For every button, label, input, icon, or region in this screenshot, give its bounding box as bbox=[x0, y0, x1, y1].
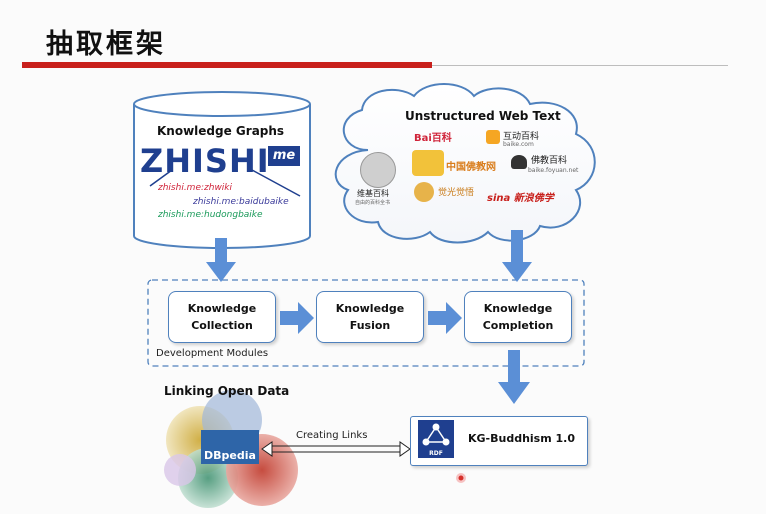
baidu-baike-logo: Bai百科 bbox=[414, 133, 452, 144]
knowledge-fusion-box: Knowledge Fusion bbox=[316, 291, 424, 343]
knowledge-fusion-line1: Knowledge bbox=[335, 302, 405, 315]
wikipedia-tagline: 自由的百科全书 bbox=[355, 200, 391, 206]
rdf-icon: RDF bbox=[418, 420, 454, 458]
fojiao-baike-url: baike.foyuan.net bbox=[528, 167, 579, 174]
fojiao-baike-logo: 佛教百科 bbox=[531, 156, 568, 166]
creating-links-arrow bbox=[261, 441, 411, 457]
title-underline-red bbox=[22, 62, 432, 68]
knowledge-completion-box: Knowledge Completion bbox=[464, 291, 572, 343]
arrow-fusion-to-completion bbox=[428, 302, 462, 334]
knowledge-fusion-line2: Fusion bbox=[349, 319, 391, 332]
zhishi-logo-suffix: me bbox=[268, 146, 300, 166]
dbpedia-label: DBpedia bbox=[204, 449, 256, 462]
web-text-cloud bbox=[334, 83, 596, 244]
title-underline-gray bbox=[432, 65, 728, 66]
sina-foxue-logo: sina 新浪佛学 bbox=[487, 193, 554, 204]
creating-links-label: Creating Links bbox=[296, 430, 368, 441]
development-modules-frame bbox=[147, 279, 585, 367]
arrow-kg-to-collection bbox=[206, 238, 236, 282]
knowledge-graphs-cylinder bbox=[133, 91, 311, 249]
zhishi-link-baidubaike: zhishi.me:baidubaike bbox=[193, 197, 289, 207]
web-text-title: Unstructured Web Text bbox=[405, 109, 561, 123]
zhishi-link-hudongbaike: zhishi.me:hudongbaike bbox=[158, 210, 263, 220]
jueguang-logo: 觉光觉悟 bbox=[438, 188, 475, 198]
wikipedia-logo: 维基百科 bbox=[357, 189, 389, 198]
arrow-collection-to-fusion bbox=[280, 302, 314, 334]
linking-open-data-title: Linking Open Data bbox=[164, 384, 290, 398]
dbpedia-logo: DBpedia bbox=[201, 430, 259, 464]
knowledge-collection-box: Knowledge Collection bbox=[168, 291, 276, 343]
zhongguo-fojiao-logo: 中国佛教网 bbox=[446, 162, 496, 173]
arrow-web-to-completion bbox=[502, 230, 532, 282]
knowledge-collection-line1: Knowledge bbox=[187, 302, 257, 315]
wikipedia-globe-icon bbox=[360, 152, 396, 188]
knowledge-collection-line2: Collection bbox=[191, 319, 253, 332]
slide-title: 抽取框架 bbox=[46, 29, 166, 60]
fojiao-baike-icon bbox=[511, 155, 527, 169]
kg-buddhism-label: KG-Buddhism 1.0 bbox=[468, 432, 576, 445]
hudong-baike-url: baike.com bbox=[503, 141, 534, 148]
hudong-baike-logo: 互动百科 bbox=[503, 132, 540, 142]
knowledge-graphs-title: Knowledge Graphs bbox=[157, 124, 285, 138]
arrow-completion-to-kgb bbox=[498, 350, 530, 404]
zhongguo-fojiao-icon bbox=[412, 150, 444, 176]
zhishi-link-zhwiki: zhishi.me:zhwiki bbox=[158, 183, 233, 193]
jueguang-icon bbox=[414, 182, 434, 202]
knowledge-completion-line1: Knowledge bbox=[483, 302, 553, 315]
zhishi-logo-word: ZHISHI bbox=[140, 142, 270, 180]
rdf-label: RDF bbox=[429, 450, 443, 457]
knowledge-completion-line2: Completion bbox=[482, 319, 554, 332]
development-modules-label: Development Modules bbox=[156, 348, 269, 359]
hudong-icon bbox=[486, 130, 500, 144]
rdf-graph-icon bbox=[422, 423, 450, 446]
